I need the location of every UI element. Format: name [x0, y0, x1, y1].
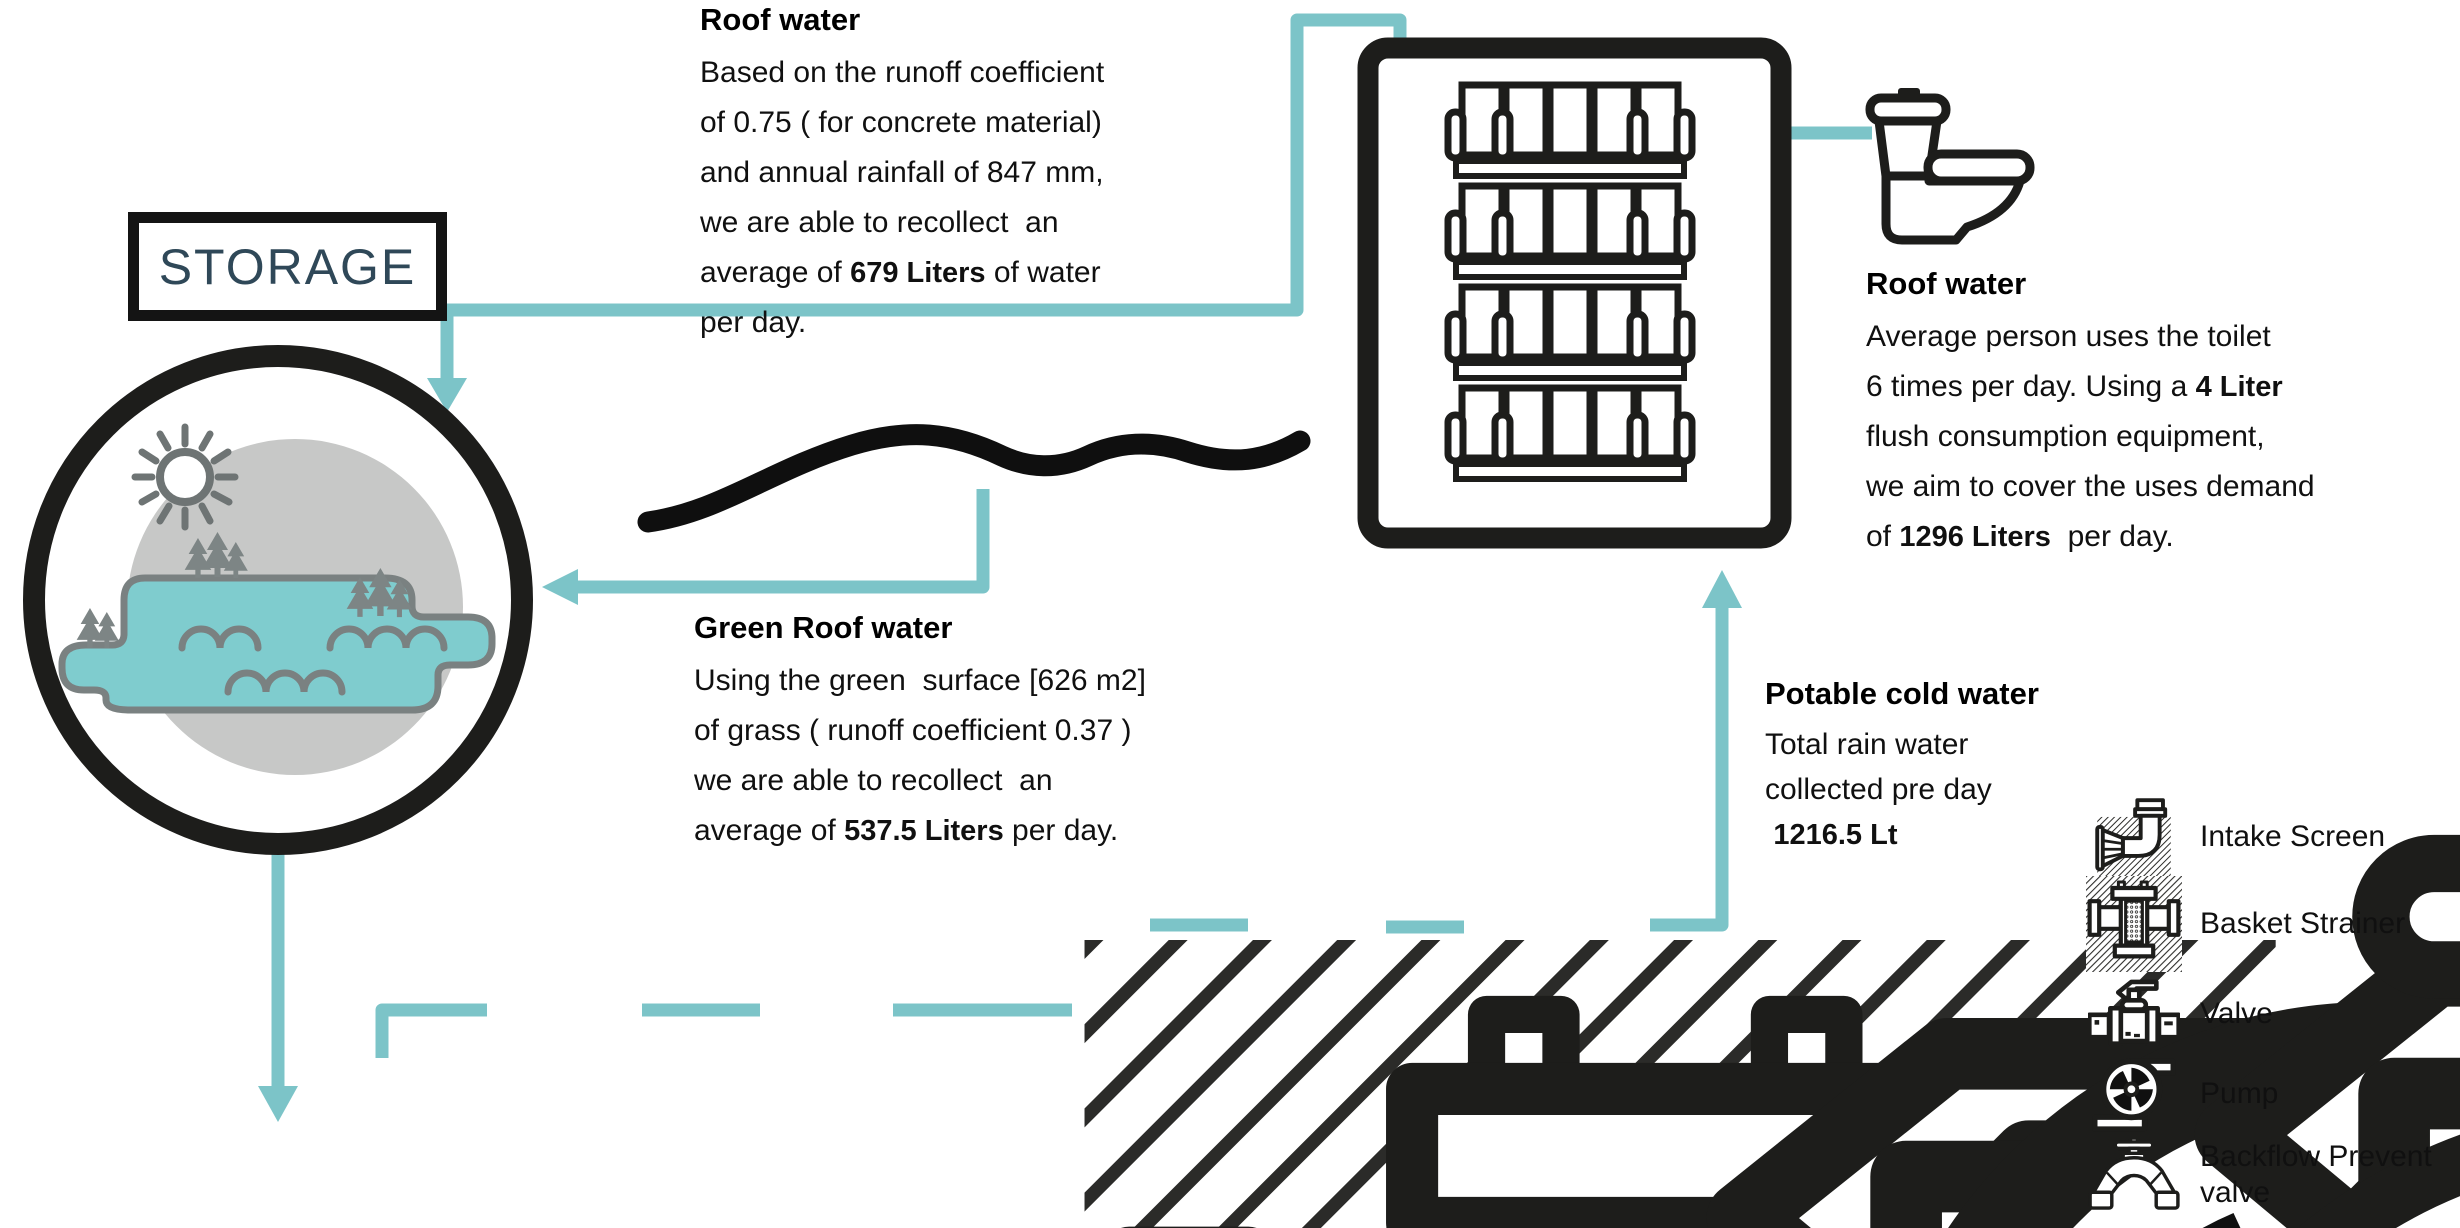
- storage-label: STORAGE: [158, 238, 417, 295]
- legend-item-intake-screen: Intake Screen: [2082, 798, 2450, 876]
- storage-label-box: STORAGE: [128, 212, 447, 321]
- green-roof-water-title: Green Roof water: [694, 610, 953, 645]
- roof-water-collection-text: Roof water Based on the runoff coefficie…: [700, 2, 1104, 348]
- legend-item-valve: Valve: [2082, 974, 2450, 1053]
- legend-label: Basket Strainer: [2200, 907, 2406, 940]
- legend-item-backflow-prevent-valve: Backflow Prevent valve: [2082, 1138, 2450, 1212]
- basket-strainer-icon: [2082, 876, 2186, 972]
- arrow-down-into-storage-icon: [427, 378, 467, 412]
- arrow-left-into-storage-icon: [542, 569, 578, 605]
- roof-water-demand-text: Roof water Average person uses the toile…: [1866, 266, 2315, 562]
- intake-screen-icon: [2082, 798, 2186, 876]
- legend-item-basket-strainer: Basket Strainer: [2082, 876, 2450, 972]
- roof-water-demand-title: Roof water: [1866, 266, 2027, 301]
- pump-icon: [2082, 1052, 2186, 1135]
- valve-icon: [2082, 974, 2186, 1053]
- potable-cold-water-title: Potable cold water: [1765, 676, 2039, 711]
- flow-greenroof-to-storage-line: [574, 489, 990, 594]
- sun-icon: [131, 423, 239, 531]
- backflow-prevent-valve-icon: [2082, 1138, 2186, 1212]
- arrow-down-into-intake-icon: [258, 1086, 298, 1122]
- flow-pipeline-line: [375, 604, 1729, 1058]
- roof-water-collection-title: Roof water: [700, 2, 861, 37]
- arrow-up-into-building-icon: [1702, 570, 1742, 608]
- storage-pond-illustration: [23, 345, 533, 855]
- pond-waves-icon: [178, 625, 448, 696]
- toilet-icon: [1865, 88, 2035, 245]
- roof-building-icon: [1357, 37, 1792, 549]
- pond-icon: [58, 574, 496, 714]
- green-roof-water-paragraph: Using the green surface [626 m2]of grass…: [694, 664, 1146, 847]
- legend-item-pump: Pump: [2082, 1052, 2450, 1135]
- legend-label: Pump: [2200, 1076, 2279, 1110]
- legend-label: Backflow Prevent valve: [2200, 1140, 2432, 1209]
- legend-label: Valve: [2200, 996, 2273, 1030]
- legend-label: Intake Screen: [2200, 820, 2386, 853]
- green-roof-profile-icon: [637, 424, 1311, 533]
- green-roof-water-text: Green Roof water Using the green surface…: [694, 610, 1146, 856]
- flow-roofwater-to-storage-line: [440, 13, 1407, 382]
